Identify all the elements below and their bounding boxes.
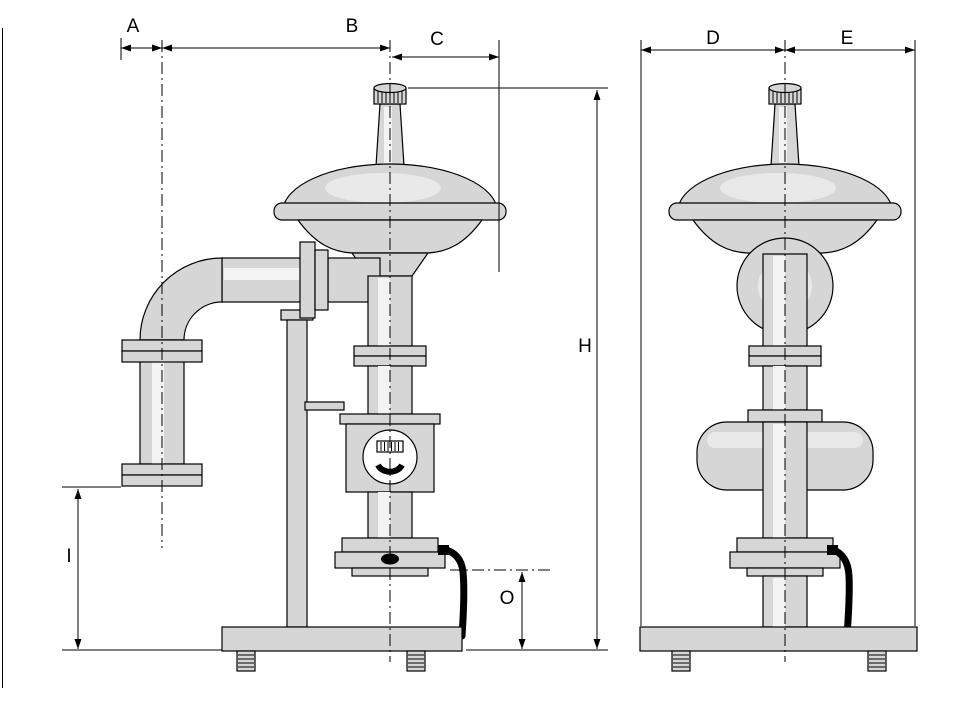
arrow-left-icon: [121, 44, 131, 52]
arrow-down-icon: [518, 639, 526, 649]
support-stand: [280, 309, 345, 628]
arrow-up-icon: [74, 489, 82, 499]
right-view: [639, 82, 918, 672]
arrow-left-icon: [162, 44, 172, 52]
arrow-down-icon: [74, 639, 82, 649]
dimension-h: [593, 90, 601, 649]
arrow-right-icon: [905, 46, 915, 54]
dim-label-e: E: [841, 28, 854, 49]
dim-label-o: O: [500, 588, 515, 609]
arrow-right-icon: [380, 44, 390, 52]
anchor-bolt: [867, 650, 887, 672]
dimension-d: [641, 46, 785, 54]
arrow-left-icon: [785, 46, 795, 54]
dimension-o: [518, 572, 526, 649]
dimensions: A B C D E H I O: [62, 16, 916, 662]
dimension-c: [392, 53, 499, 61]
pipe-elbow: [139, 257, 223, 341]
dim-label-h: H: [578, 336, 592, 357]
arrow-up-icon: [593, 90, 601, 100]
inlet-elbow-pipe: [121, 241, 381, 487]
regulator-body-side: [696, 253, 874, 640]
arrow-right-icon: [775, 46, 785, 54]
valve-port-dot: [381, 553, 399, 565]
dim-label-a: A: [127, 16, 140, 37]
anchor-bolt: [236, 650, 256, 672]
base-plate-left: [221, 626, 463, 672]
arrow-up-icon: [518, 572, 526, 582]
meter-dial-arc: [375, 463, 405, 475]
dim-label-i: I: [66, 546, 71, 567]
left-view: [121, 82, 507, 672]
dimension-e: [785, 46, 915, 54]
arrow-right-icon: [152, 44, 162, 52]
anchor-bolt: [406, 650, 426, 672]
hand-lever: [438, 545, 468, 640]
dim-label-d: D: [706, 28, 720, 49]
arrow-right-icon: [489, 53, 499, 61]
regulator-body-front: [334, 275, 468, 640]
base-plate-right: [639, 626, 918, 672]
dimension-b: [162, 44, 390, 52]
dim-label-c: C: [430, 29, 444, 50]
dim-label-b: B: [346, 16, 359, 37]
arrow-down-icon: [593, 639, 601, 649]
anchor-bolt: [671, 650, 691, 672]
hand-lever-side: [827, 545, 853, 640]
joint-flange: [299, 241, 316, 319]
arrow-left-icon: [641, 46, 651, 54]
dimension-a: [121, 44, 162, 52]
arrow-left-icon: [392, 53, 402, 61]
dimension-i: [74, 489, 82, 649]
